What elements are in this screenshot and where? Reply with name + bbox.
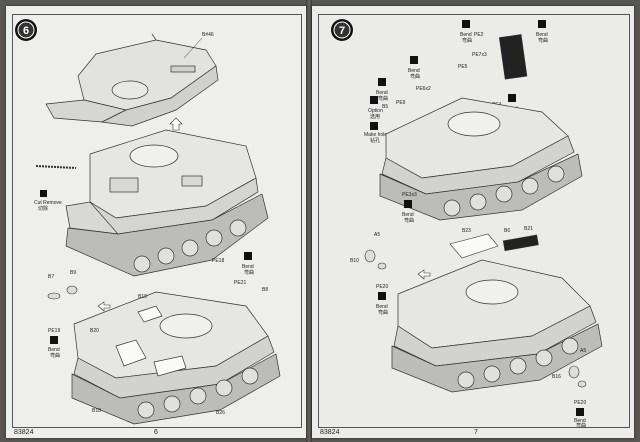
page-frame <box>12 14 302 428</box>
bend-callout-top2: Bend 弯曲 <box>536 20 548 44</box>
label-b16: B16 <box>552 374 561 380</box>
label-b26: B26 <box>216 410 225 416</box>
part-pe-grille <box>498 34 528 80</box>
label-hull-top: B#46 <box>202 32 214 38</box>
bend-callout-pe20: PE20 Bend 弯曲 <box>376 284 388 316</box>
page-frame <box>318 14 630 428</box>
label-b9: B9 <box>70 270 76 276</box>
bend-callout-b: Bend 弯曲 <box>376 78 388 102</box>
make-hole-label-zh: 钻孔 <box>370 137 380 144</box>
label-b19: B19 <box>138 294 147 300</box>
label-b5: B5 <box>382 104 388 110</box>
cut-remove-label: Cut Remove <box>34 200 62 206</box>
bend-label: Bend <box>402 212 414 218</box>
part-a5-2 <box>568 365 587 388</box>
label-pe9: PE9 <box>396 100 406 106</box>
page-fold <box>306 0 312 442</box>
cut-remove-zh: 切除 <box>38 205 48 212</box>
label-b8: B8 <box>262 287 268 293</box>
label-pe2: PE2 <box>474 32 484 38</box>
label-b10: B10 <box>350 258 359 264</box>
assembly-arrow-left <box>417 269 431 280</box>
label-b7: B7 <box>48 274 54 280</box>
make-hole-callout: Make hole 钻孔 <box>364 122 387 144</box>
kit-number: 83824 <box>320 429 340 436</box>
step-7-number: 7 <box>339 25 345 37</box>
bend-label-zh: 弯曲 <box>378 309 388 316</box>
assembly-arrow-left <box>97 301 111 312</box>
kit-number: 83824 <box>14 429 34 436</box>
page-number: 7 <box>474 429 478 436</box>
tank-upper-view <box>379 97 583 221</box>
step-6-illustration: 6 B#46 <box>15 19 281 425</box>
bend-label-zh: 弯曲 <box>410 73 420 80</box>
option-label-zh: 选用 <box>370 113 380 120</box>
bend-callout-pe18: Bend 弯曲 <box>242 252 254 276</box>
bend-label-zh: 弯曲 <box>462 37 472 44</box>
label-a5-2: A5 <box>580 348 586 354</box>
part-b7 <box>47 285 78 300</box>
step-7-illustration: 7 Bend 弯曲 PE2 Bend 弯曲 PE7x3 PE5 Bend 弯曲 <box>331 19 603 429</box>
tank-lower-view <box>391 259 603 393</box>
bend-label: Bend <box>48 347 60 353</box>
label-b6: B6 <box>504 228 510 234</box>
label-pe6x2: PE6x2 <box>416 86 431 92</box>
label-pe18: PE18 <box>212 258 224 264</box>
label-b20: B20 <box>90 328 99 334</box>
label-a5: A5 <box>374 232 380 238</box>
instruction-page-7: 7 Bend 弯曲 PE2 Bend 弯曲 PE7x3 PE5 Bend 弯曲 <box>312 6 634 438</box>
bend-label-zh: 弯曲 <box>378 95 388 102</box>
tank-body-lower <box>71 291 281 425</box>
label-pe20: PE20 <box>574 400 586 406</box>
bend-label: Bend <box>408 68 420 74</box>
page-number: 6 <box>154 429 158 436</box>
step-6-number: 6 <box>23 25 29 37</box>
step-7-badge: 7 <box>331 19 353 41</box>
make-hole-label: Make hole <box>364 132 387 138</box>
part-a5 <box>364 249 387 270</box>
instruction-page-6: 6 B#46 <box>6 6 306 438</box>
bend-callout-pe2: Bend 弯曲 PE2 <box>460 20 484 44</box>
label-pe3x3: PE3x3 <box>402 192 417 198</box>
bend-callout-pe3: PE3x3 Bend 弯曲 <box>402 192 417 224</box>
label-b21: B21 <box>524 226 533 232</box>
bend-label-zh: 弯曲 <box>404 217 414 224</box>
label-b18: B18 <box>92 408 101 414</box>
bend-label-zh: 弯曲 <box>50 352 60 359</box>
upper-hull-part <box>45 33 219 127</box>
bend-label: Bend <box>574 418 586 424</box>
tank-body-middle <box>65 129 269 277</box>
label-pe20: PE20 <box>376 284 388 290</box>
label-pe7x3: PE7x3 <box>472 52 487 58</box>
option-label: Option <box>368 108 383 114</box>
bend-callout-a: Bend 弯曲 <box>408 56 420 80</box>
bend-label-zh: 弯曲 <box>244 269 254 276</box>
bend-label: Bend <box>376 90 388 96</box>
bend-label: Bend <box>536 32 548 38</box>
part-grille-b21 <box>502 234 539 252</box>
label-b23: B23 <box>462 228 471 234</box>
label-pe19: PE19 <box>48 328 60 334</box>
label-pe21: PE21 <box>234 280 246 286</box>
part-b23 <box>449 233 499 259</box>
step-6-badge: 6 <box>15 19 37 41</box>
bend-callout-pe20-2: PE20 Bend 弯曲 <box>574 400 586 429</box>
bend-label: Bend <box>460 32 472 38</box>
bend-label: Bend <box>242 264 254 270</box>
bend-label: Bend <box>376 304 388 310</box>
assembly-arrow <box>169 117 183 131</box>
label-pe5: PE5 <box>458 64 468 70</box>
bend-label-zh: 弯曲 <box>538 37 548 44</box>
bend-label-zh: 弯曲 <box>576 422 586 429</box>
option-callout: Option 选用 <box>368 96 383 120</box>
bend-callout-pe19: PE19 Bend 弯曲 <box>48 328 60 359</box>
cut-remove-callout: Cut Remove 切除 <box>34 190 62 212</box>
